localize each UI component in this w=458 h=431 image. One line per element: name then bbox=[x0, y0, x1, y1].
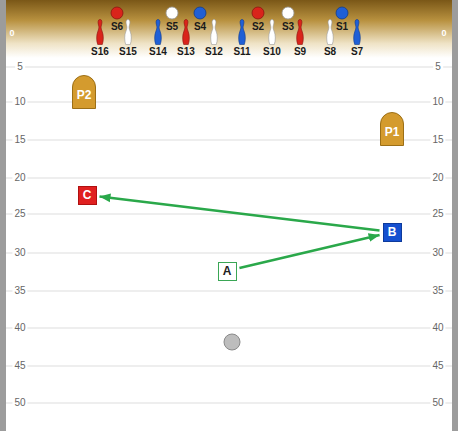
distance-number: 50 bbox=[430, 398, 445, 408]
distance-number: 20 bbox=[12, 173, 27, 183]
pin-label: S9 bbox=[294, 47, 306, 57]
pins bbox=[97, 20, 361, 45]
distance-number: 5 bbox=[15, 62, 25, 72]
distance-number: 50 bbox=[12, 398, 27, 408]
marker-letter: P1 bbox=[385, 126, 400, 138]
obstacle-marker: P2 bbox=[72, 75, 96, 109]
distance-number: 45 bbox=[12, 361, 27, 371]
distance-number: 25 bbox=[430, 209, 445, 219]
distance-lines bbox=[6, 67, 452, 403]
pin-label: S16 bbox=[91, 47, 109, 57]
left-gutter bbox=[0, 0, 6, 431]
ball-label: S4 bbox=[194, 22, 206, 32]
position-marker: C bbox=[78, 186, 97, 205]
ball-label: S1 bbox=[336, 22, 348, 32]
ball-label: S6 bbox=[111, 22, 123, 32]
ball-label: S3 bbox=[282, 22, 294, 32]
marker-letter: C bbox=[83, 189, 92, 201]
right-gutter bbox=[452, 0, 458, 431]
pin-label: S7 bbox=[351, 47, 363, 57]
tombstone-shape bbox=[73, 76, 96, 109]
pin-label: S10 bbox=[263, 47, 281, 57]
target-balls bbox=[111, 7, 348, 19]
marker-letter: B bbox=[388, 226, 397, 238]
pin-label: S12 bbox=[205, 47, 223, 57]
ball-start bbox=[224, 334, 240, 350]
throw-arrow bbox=[99, 197, 379, 231]
marker-letter: A bbox=[223, 265, 232, 277]
distance-number: 30 bbox=[430, 248, 445, 258]
ball-label: S2 bbox=[252, 22, 264, 32]
distance-number: 35 bbox=[12, 286, 27, 296]
distance-number: 40 bbox=[12, 323, 27, 333]
distance-number: 15 bbox=[430, 135, 445, 145]
distance-number: 20 bbox=[430, 173, 445, 183]
ball-label: S5 bbox=[166, 22, 178, 32]
distance-number: 30 bbox=[12, 248, 27, 258]
obstacle-marker: P1 bbox=[380, 112, 404, 146]
distance-number: 45 bbox=[430, 361, 445, 371]
distance-number: 25 bbox=[12, 209, 27, 219]
position-marker: B bbox=[383, 223, 402, 242]
distance-number: 0 bbox=[441, 29, 446, 38]
pin-label: S11 bbox=[233, 47, 250, 57]
pin-label: S13 bbox=[177, 47, 195, 57]
pin-deck-band bbox=[0, 0, 458, 58]
marker-letter: P2 bbox=[77, 89, 92, 101]
tombstone-shape bbox=[381, 113, 404, 146]
distance-number: 5 bbox=[433, 62, 443, 72]
distance-number: 0 bbox=[9, 29, 14, 38]
distance-number: 35 bbox=[430, 286, 445, 296]
pin-label: S8 bbox=[324, 47, 336, 57]
distance-number: 15 bbox=[12, 135, 27, 145]
distance-number: 10 bbox=[430, 97, 445, 107]
distance-number: 10 bbox=[12, 97, 27, 107]
pin-label: S14 bbox=[149, 47, 167, 57]
distance-number: 40 bbox=[430, 323, 445, 333]
position-marker: A bbox=[218, 262, 237, 281]
throw-arrow bbox=[239, 235, 379, 268]
pin-label: S15 bbox=[119, 47, 137, 57]
